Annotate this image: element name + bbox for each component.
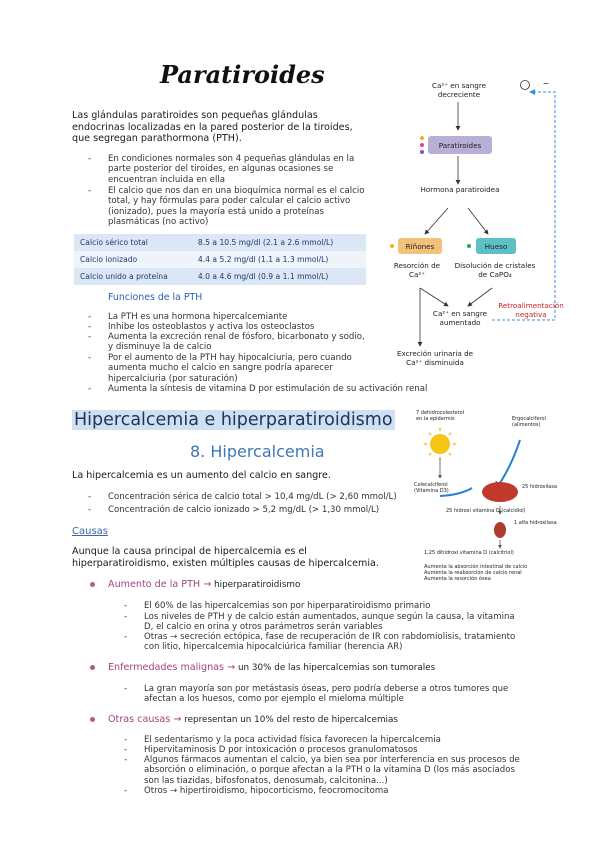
intro-bullet: El calcio que nos dan en una bioquímica … <box>88 186 370 228</box>
cause-subitem: La gran mayoría son por metástasis óseas… <box>124 684 524 705</box>
causas-intro: Aunque la causa principal de hipercalcem… <box>72 546 379 569</box>
vitamin-d-diagram <box>424 428 521 549</box>
hyper-bullet: Concentración de calcio ionizado > 5,2 m… <box>88 505 398 516</box>
table-row: Calcio sérico total 8.5 a 10.5 mg/dl (2.… <box>74 234 366 251</box>
functions-heading: Funciones de la PTH <box>108 292 203 303</box>
cause-subitem: Los niveles de PTH y de calcio están aum… <box>124 612 524 633</box>
rinones-box: Riñones <box>398 238 442 254</box>
cause-label: Aumento de la PTH → <box>108 579 212 590</box>
minus-sign: − <box>542 79 550 88</box>
disolucion-label: Disolución de cristales de CaPO₄ <box>454 261 536 279</box>
table-cell-label: Calcio unido a proteína <box>74 268 192 285</box>
ergo-label: Ergocalciferol (alimentos) <box>512 416 546 428</box>
function-item: Inhibe los osteoblastos y activa los ost… <box>88 322 370 333</box>
cause-rest: un 30% de las hipercalcemias son tumoral… <box>235 663 436 673</box>
page-title: Paratiroides <box>160 60 325 89</box>
table-row: Calcio ionizado 4.4 a 5.2 mg/dl (1.1 a 1… <box>74 251 366 268</box>
calcium-table: Calcio sérico total 8.5 a 10.5 mg/dl (2.… <box>74 234 366 285</box>
dehydro-label: 7 dehidrocolesterol en la epidermis <box>416 410 465 422</box>
d25-label: 25 hidroxi vitamina D (calcidiol) <box>446 508 526 514</box>
cause-item: Otras causas → representan un 10% del re… <box>90 714 528 726</box>
gland-dot-icon <box>420 150 424 154</box>
bullet-dot-icon <box>90 717 95 722</box>
cause-rest: representan un 10% del resto de hipercal… <box>181 715 398 725</box>
cause-subitem: Otros → hipertiroidismo, hipocorticismo,… <box>124 786 524 797</box>
cause-rest: hiperparatiroidismo <box>211 580 301 590</box>
d125-label: 1,25 dihidroxi vitamina D (calcitriol) <box>424 550 514 556</box>
intro-bullet: En condiciones normales son 4 pequeñas g… <box>88 154 370 185</box>
function-item: Aumenta la síntesis de vitamina D por es… <box>88 384 488 395</box>
kidney-dot-icon <box>390 244 394 248</box>
ca-low-label: Ca²⁺ en sangre decreciente <box>431 81 487 99</box>
cause-subitem: El sedentarismo y la poca actividad físi… <box>124 735 524 746</box>
intro-paragraph: Las glándulas paratiroides son pequeñas … <box>72 110 353 144</box>
cole-label: Colecalciferol (Vitamina D3) <box>414 482 449 494</box>
cause-subitem: Otras → secreción ectópica, fase de recu… <box>124 632 524 653</box>
table-cell-value: 4.4 a 5.2 mg/dl (1.1 a 1.3 mmol/L) <box>191 251 366 268</box>
pth-feedback-diagram <box>417 80 556 347</box>
cause-subitem: Algunos fármacos aumentan el calcio, ya … <box>124 755 524 786</box>
subsection-heading: 8. Hipercalcemia <box>190 442 325 461</box>
section-heading: Hipercalcemia e hiperparatiroidismo <box>72 410 395 430</box>
table-cell-value: 4.0 a 4.6 mg/dl (0.9 a 1.1 mmol/L) <box>191 268 366 285</box>
table-row: Calcio unido a proteína 4.0 a 4.6 mg/dl … <box>74 268 366 285</box>
cause-label: Otras causas → <box>108 714 182 725</box>
bullet-dot-icon <box>90 582 95 587</box>
excrecion-label: Excreción urinaria de Ca²⁺ disminuida <box>396 349 474 367</box>
retro-label: Retroalimentación negativa <box>498 301 564 319</box>
causas-heading: Causas <box>72 526 108 537</box>
hueso-box: Hueso <box>476 238 516 254</box>
table-cell-label: Calcio ionizado <box>74 251 192 268</box>
paratiroides-box: Paratiroides <box>428 136 492 154</box>
function-item: Por el aumento de la PTH hay hipocalciur… <box>88 353 370 384</box>
function-item: Aumenta la excreción renal de fósforo, b… <box>88 332 370 353</box>
table-cell-value: 8.5 a 10.5 mg/dl (2.1 a 2.6 mmol/L) <box>191 234 366 251</box>
vitd-effect: Aumenta la absorción intestinal de calci… <box>424 564 528 570</box>
cause-item: Aumento de la PTH → hiperparatiroidismo <box>90 579 528 591</box>
h25-label: 25 hidroxilasa <box>522 484 558 490</box>
h1-label: 1 alfa hidroxilasa <box>514 520 557 526</box>
resorcion-label: Resorción de Ca²⁺ <box>393 261 441 279</box>
vitd-effect: Aumenta la reabsorción de calcio renal <box>424 570 522 576</box>
cause-subitem: Hipervitaminosis D por intoxicación o pr… <box>124 745 524 756</box>
hyper-definition: La hipercalcemia es un aumento del calci… <box>72 470 331 481</box>
cause-label: Enfermedades malignas → <box>108 662 236 673</box>
hormona-label: Hormona paratiroidea <box>420 185 500 194</box>
gland-dot-icon <box>420 136 424 140</box>
bone-dot-icon <box>467 244 471 248</box>
cause-item: Enfermedades malignas → un 30% de las hi… <box>90 662 528 674</box>
ca-high-label: Ca²⁺ en sangre aumentado <box>432 309 488 327</box>
cause-subitem: El 60% de las hipercalcemias son por hip… <box>124 601 524 612</box>
hyper-bullet: Concentración sérica de calcio total > 1… <box>88 492 398 503</box>
bullet-dot-icon <box>90 665 95 670</box>
gland-dot-icon <box>420 143 424 147</box>
vitd-effect: Aumenta la resorción ósea <box>424 576 491 582</box>
table-cell-label: Calcio sérico total <box>74 234 192 251</box>
function-item: La PTH es una hormona hipercalcemiante <box>88 312 370 323</box>
